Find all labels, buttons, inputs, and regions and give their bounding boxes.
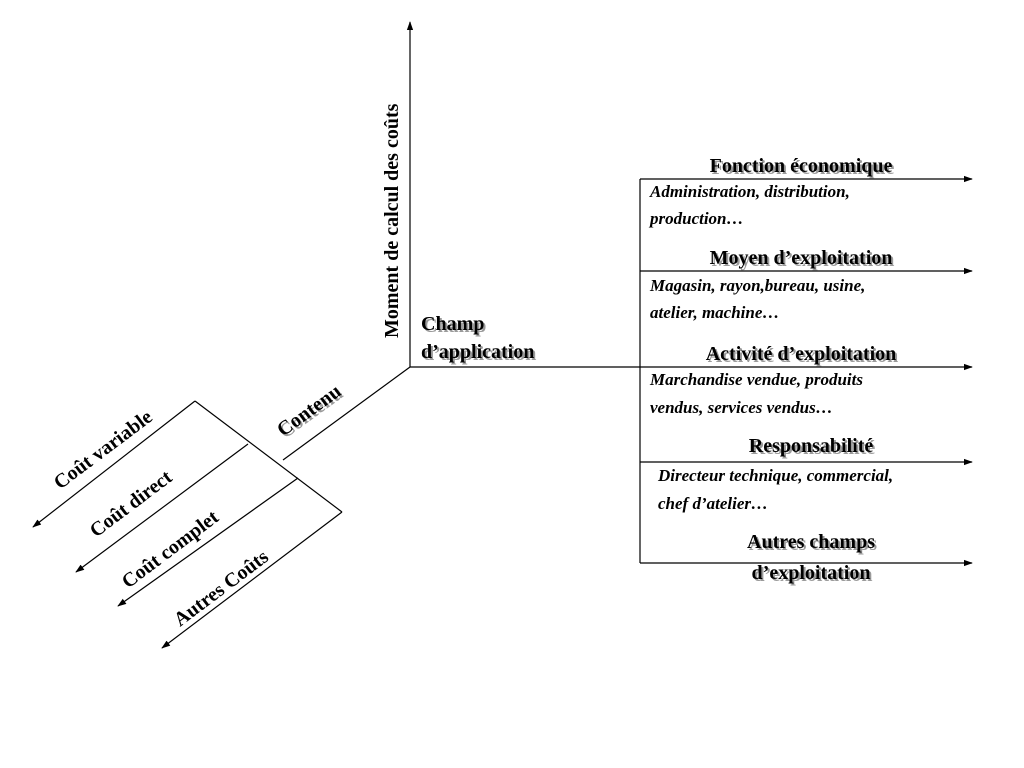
branch-desc-line1: Administration, distribution, xyxy=(649,182,850,201)
svg-text:Contenu: Contenu xyxy=(273,380,345,441)
branch-title-line1: Autres champs xyxy=(747,531,875,553)
svg-text:Moyen d’exploitation: Moyen d’exploitation xyxy=(712,249,895,271)
branch-desc-line2: vendus, services vendus… xyxy=(650,398,833,417)
branch-title: Activité d’exploitation xyxy=(706,343,897,365)
cost-label: Coût variable xyxy=(50,406,157,494)
branch-title: Fonction économique xyxy=(710,155,893,177)
branch-desc-line1: Directeur technique, commercial, xyxy=(657,466,893,485)
branch-desc-line2: production… xyxy=(648,209,744,228)
contenu-axis-line xyxy=(282,366,411,461)
svg-text:d’application: d’application xyxy=(421,341,534,363)
branch-autres-champs: Autres champs Autres champs d’exploitati… xyxy=(640,531,973,586)
branch-desc-line2: atelier, machine… xyxy=(650,303,779,322)
svg-text:Fonction économique: Fonction économique xyxy=(712,157,895,179)
svg-text:d’exploitation: d’exploitation xyxy=(754,564,873,586)
svg-text:Responsabilité: Responsabilité xyxy=(751,437,876,459)
branch-desc-line1: Magasin, rayon,bureau, usine, xyxy=(649,276,865,295)
branch-responsabilite: Responsabilité Responsabilité Directeur … xyxy=(640,435,973,513)
svg-text:d’application: d’application xyxy=(423,343,536,365)
branch-fonction-economique: Fonction économique Fonction économique … xyxy=(640,155,973,228)
cost-label: Coût complet xyxy=(118,506,223,593)
branch-title: Responsabilité xyxy=(749,435,874,457)
branch-desc-line2: chef d’atelier… xyxy=(658,494,768,513)
vertical-axis-label: Moment de calcul des coûts xyxy=(381,103,403,338)
cost-arrow xyxy=(161,511,343,649)
svg-text:Activité d’exploitation: Activité d’exploitation xyxy=(708,345,899,367)
cost-arrow xyxy=(117,477,299,607)
cost-spine-line xyxy=(194,400,343,513)
branch-activite-exploitation: Activité d’exploitation Activité d’explo… xyxy=(640,343,973,417)
cost-arrow xyxy=(75,443,249,573)
svg-text:Champ: Champ xyxy=(423,315,486,337)
champ-application-label: Champ Champ d’application d’application xyxy=(421,313,536,365)
branch-title-line2: d’exploitation xyxy=(752,562,871,584)
svg-text:Champ: Champ xyxy=(421,313,484,335)
branch-moyen-exploitation: Moyen d’exploitation Moyen d’exploitatio… xyxy=(640,247,973,322)
cost-arrow xyxy=(32,400,196,528)
contenu-label: Contenu Contenu xyxy=(273,380,347,443)
svg-text:Autres champs: Autres champs xyxy=(749,533,877,555)
branch-title: Moyen d’exploitation xyxy=(710,247,893,269)
branch-desc-line1: Marchandise vendue, produits xyxy=(649,370,863,389)
